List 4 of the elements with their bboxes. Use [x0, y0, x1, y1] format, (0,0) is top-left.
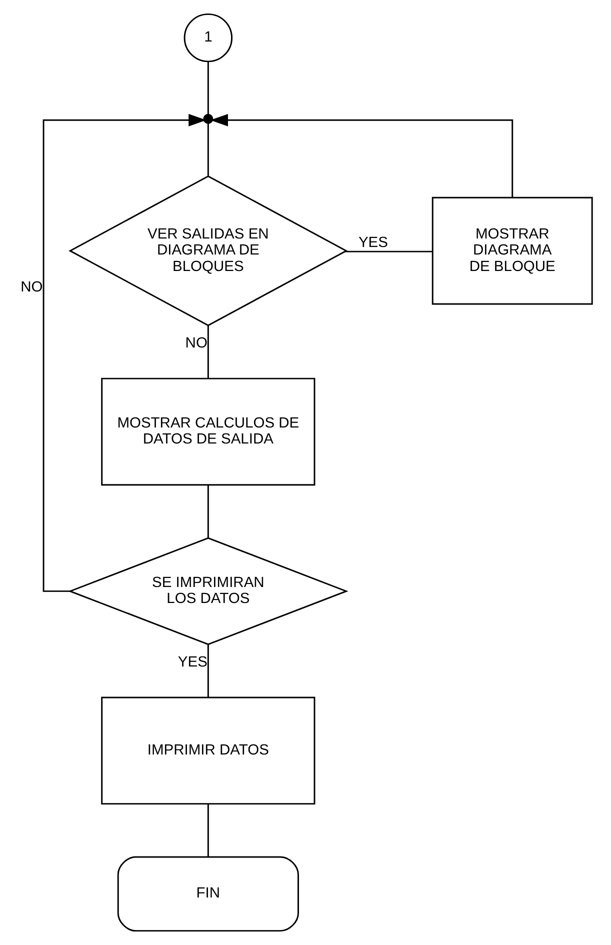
- edge-label: NO: [20, 280, 42, 296]
- edge-label: YES: [177, 654, 207, 670]
- edge-label: YES: [358, 235, 388, 252]
- edge-label: NO: [184, 335, 207, 352]
